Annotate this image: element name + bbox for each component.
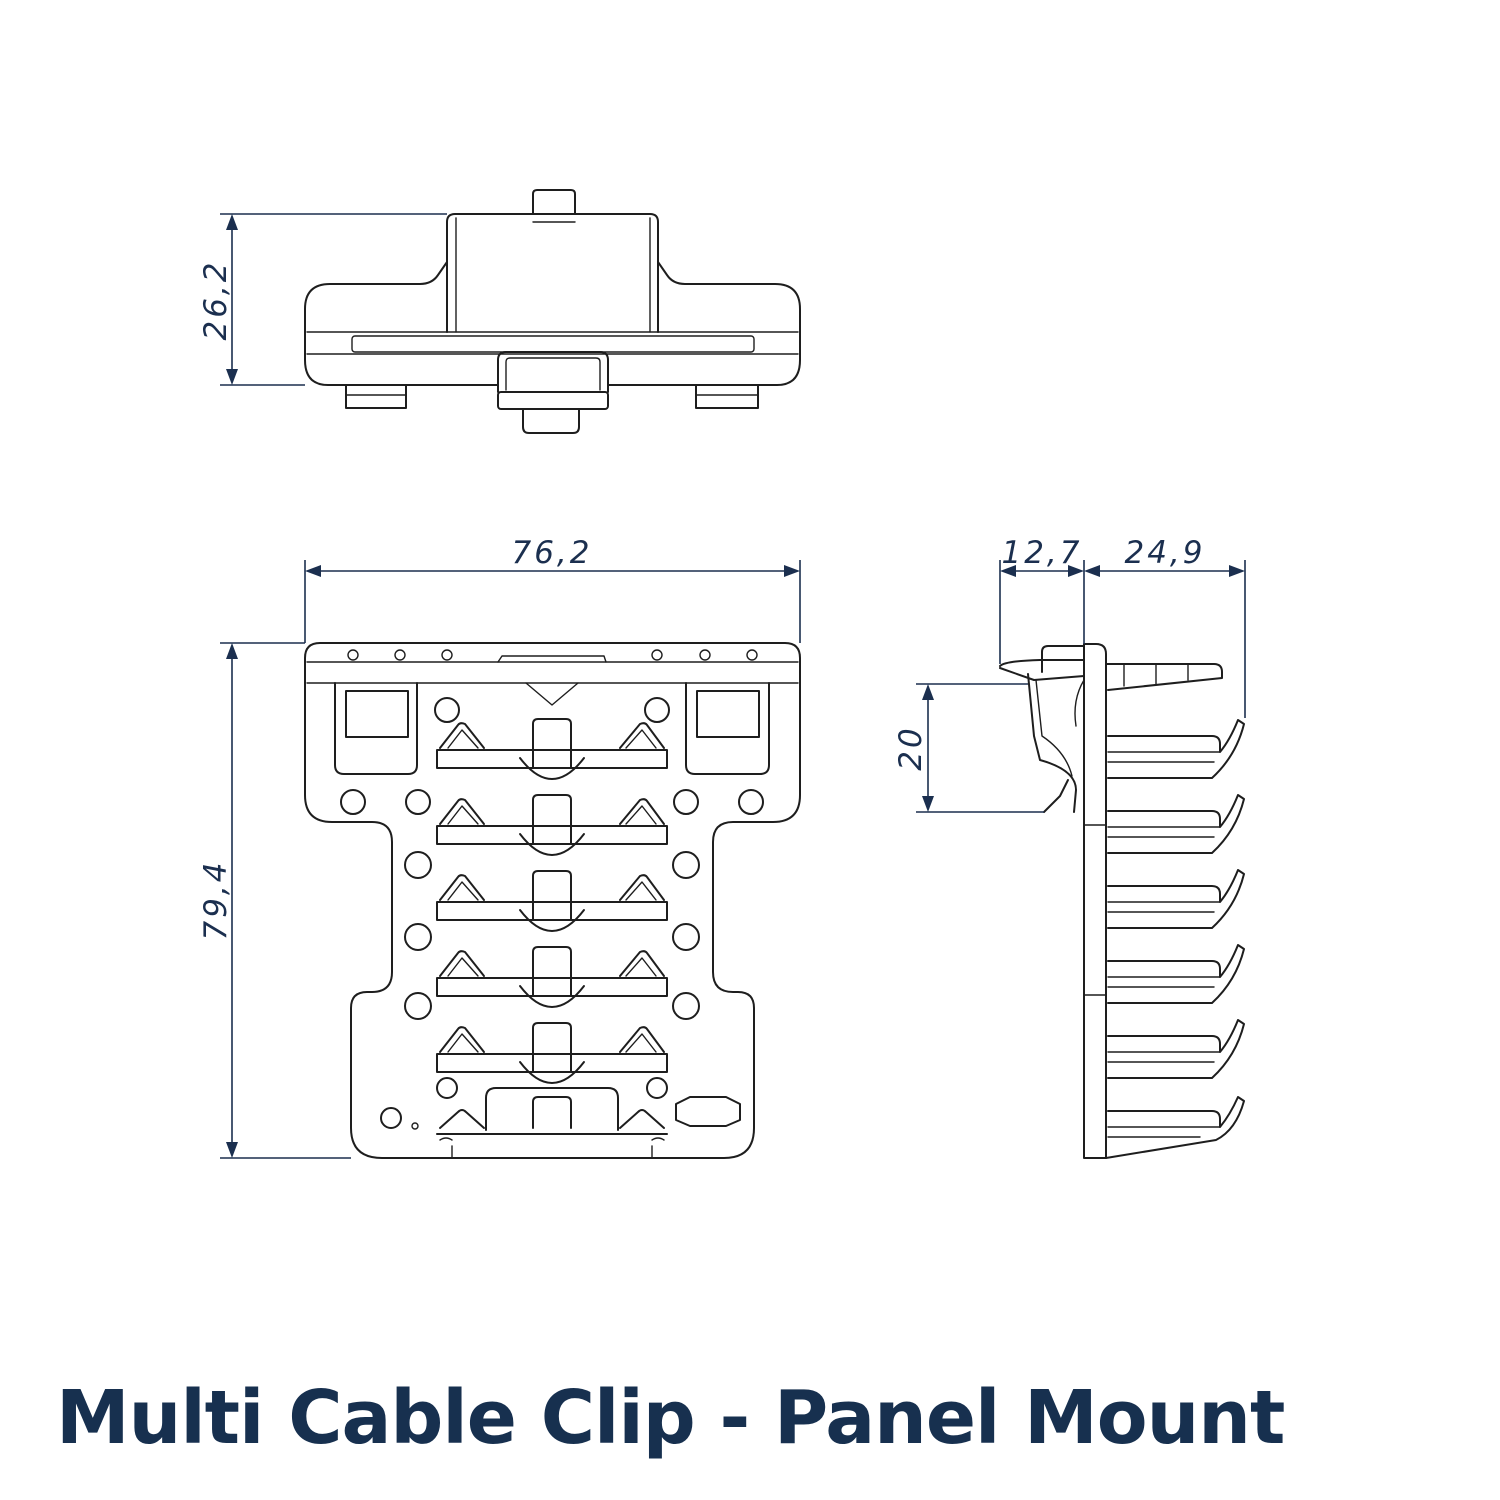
page-title: Multi Cable Clip - Panel Mount xyxy=(56,1375,1285,1461)
front-view-height-label: 79,4 xyxy=(198,859,234,940)
side-teeth xyxy=(1105,719,1245,1159)
front-view xyxy=(304,642,801,1159)
bottom-slot xyxy=(436,1087,741,1159)
side-view-depth-front-label: 12,7 xyxy=(1001,535,1082,571)
cable-slot-row-5 xyxy=(436,1022,668,1084)
mounting-holes-top xyxy=(347,649,758,661)
top-view-height-label: 26,2 xyxy=(198,259,234,340)
side-view-depth-back-label: 24,9 xyxy=(1124,535,1205,571)
cable-slot-row-4 xyxy=(436,946,668,1008)
cable-slot-row-2 xyxy=(436,794,668,856)
side-view-clip-height-label: 20 xyxy=(893,725,929,770)
cable-slot-row-1 xyxy=(436,718,668,780)
circular-holes xyxy=(340,697,764,1130)
side-view xyxy=(999,643,1245,1159)
dimensions: 26,2 76,2 79,4 12,7 24,9 20 xyxy=(198,213,1246,1159)
cable-slot-row-3 xyxy=(436,870,668,932)
front-view-width-label: 76,2 xyxy=(511,535,592,571)
top-view xyxy=(304,189,801,434)
corner-windows xyxy=(334,682,770,775)
